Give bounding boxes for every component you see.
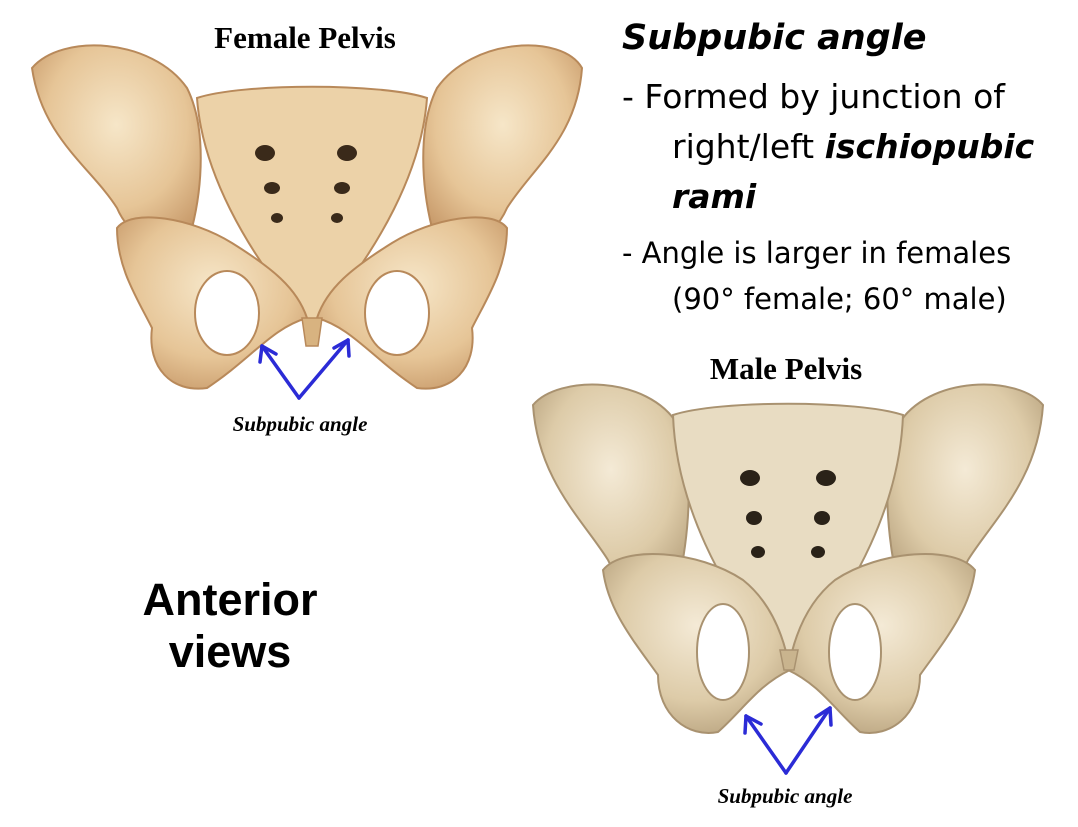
female-sacral-foramen xyxy=(337,145,357,161)
female-left-iliac-wing xyxy=(30,44,202,246)
female-sacral-foramen xyxy=(255,145,275,161)
female-right-iliac-wing xyxy=(422,44,584,246)
bullet-right-left-text: right/left xyxy=(672,127,825,166)
male-left-obturator-foramen xyxy=(696,603,750,701)
male-sacral-foramen xyxy=(814,511,830,525)
male-sacrum xyxy=(671,402,905,672)
female-right-obturator-foramen xyxy=(364,270,430,356)
bullet-angle-larger: - Angle is larger in females xyxy=(622,236,1012,270)
male-right-obturator-foramen xyxy=(828,603,882,701)
female-pelvis-image xyxy=(30,44,584,400)
male-subpubic-angle-label: Subpubic angle xyxy=(717,784,853,808)
female-sacral-foramen xyxy=(331,213,343,223)
male-pelvis-title: Male Pelvis xyxy=(709,351,863,386)
female-sacral-foramen xyxy=(264,182,280,194)
anterior-label-line2: views xyxy=(168,626,292,677)
male-sacral-foramen xyxy=(816,470,836,486)
female-left-obturator-foramen xyxy=(194,270,260,356)
female-subpubic-angle-label: Subpubic angle xyxy=(232,412,368,436)
anterior-views-label: Anterior views xyxy=(100,574,360,678)
anterior-label-line1: Anterior xyxy=(142,574,318,625)
male-coccyx xyxy=(779,649,799,671)
male-pelvis-image xyxy=(531,383,1045,775)
female-subpubic-arrows xyxy=(258,338,351,400)
male-sacral-foramen xyxy=(811,546,825,558)
female-sacral-foramen xyxy=(271,213,283,223)
female-sacral-foramen xyxy=(334,182,350,194)
female-pelvis-title: Female Pelvis xyxy=(214,20,396,55)
female-coccyx xyxy=(301,317,323,347)
heading: Subpubic angle xyxy=(622,18,927,58)
bullet-right-left-ischiopubic: right/left ischiopubic xyxy=(672,127,1034,166)
bullet-formed-by-junction: - Formed by junction of xyxy=(622,77,1005,116)
bullet-ischiopubic-term: ischiopubic xyxy=(824,127,1035,166)
male-sacral-foramen xyxy=(751,546,765,558)
male-subpubic-arrows xyxy=(743,706,833,775)
bullet-rami-term: rami xyxy=(672,177,757,216)
female-sacrum xyxy=(195,85,429,330)
male-sacral-foramen xyxy=(746,511,762,525)
bullet-angle-values: (90° female; 60° male) xyxy=(672,282,1007,316)
male-sacral-foramen xyxy=(740,470,760,486)
